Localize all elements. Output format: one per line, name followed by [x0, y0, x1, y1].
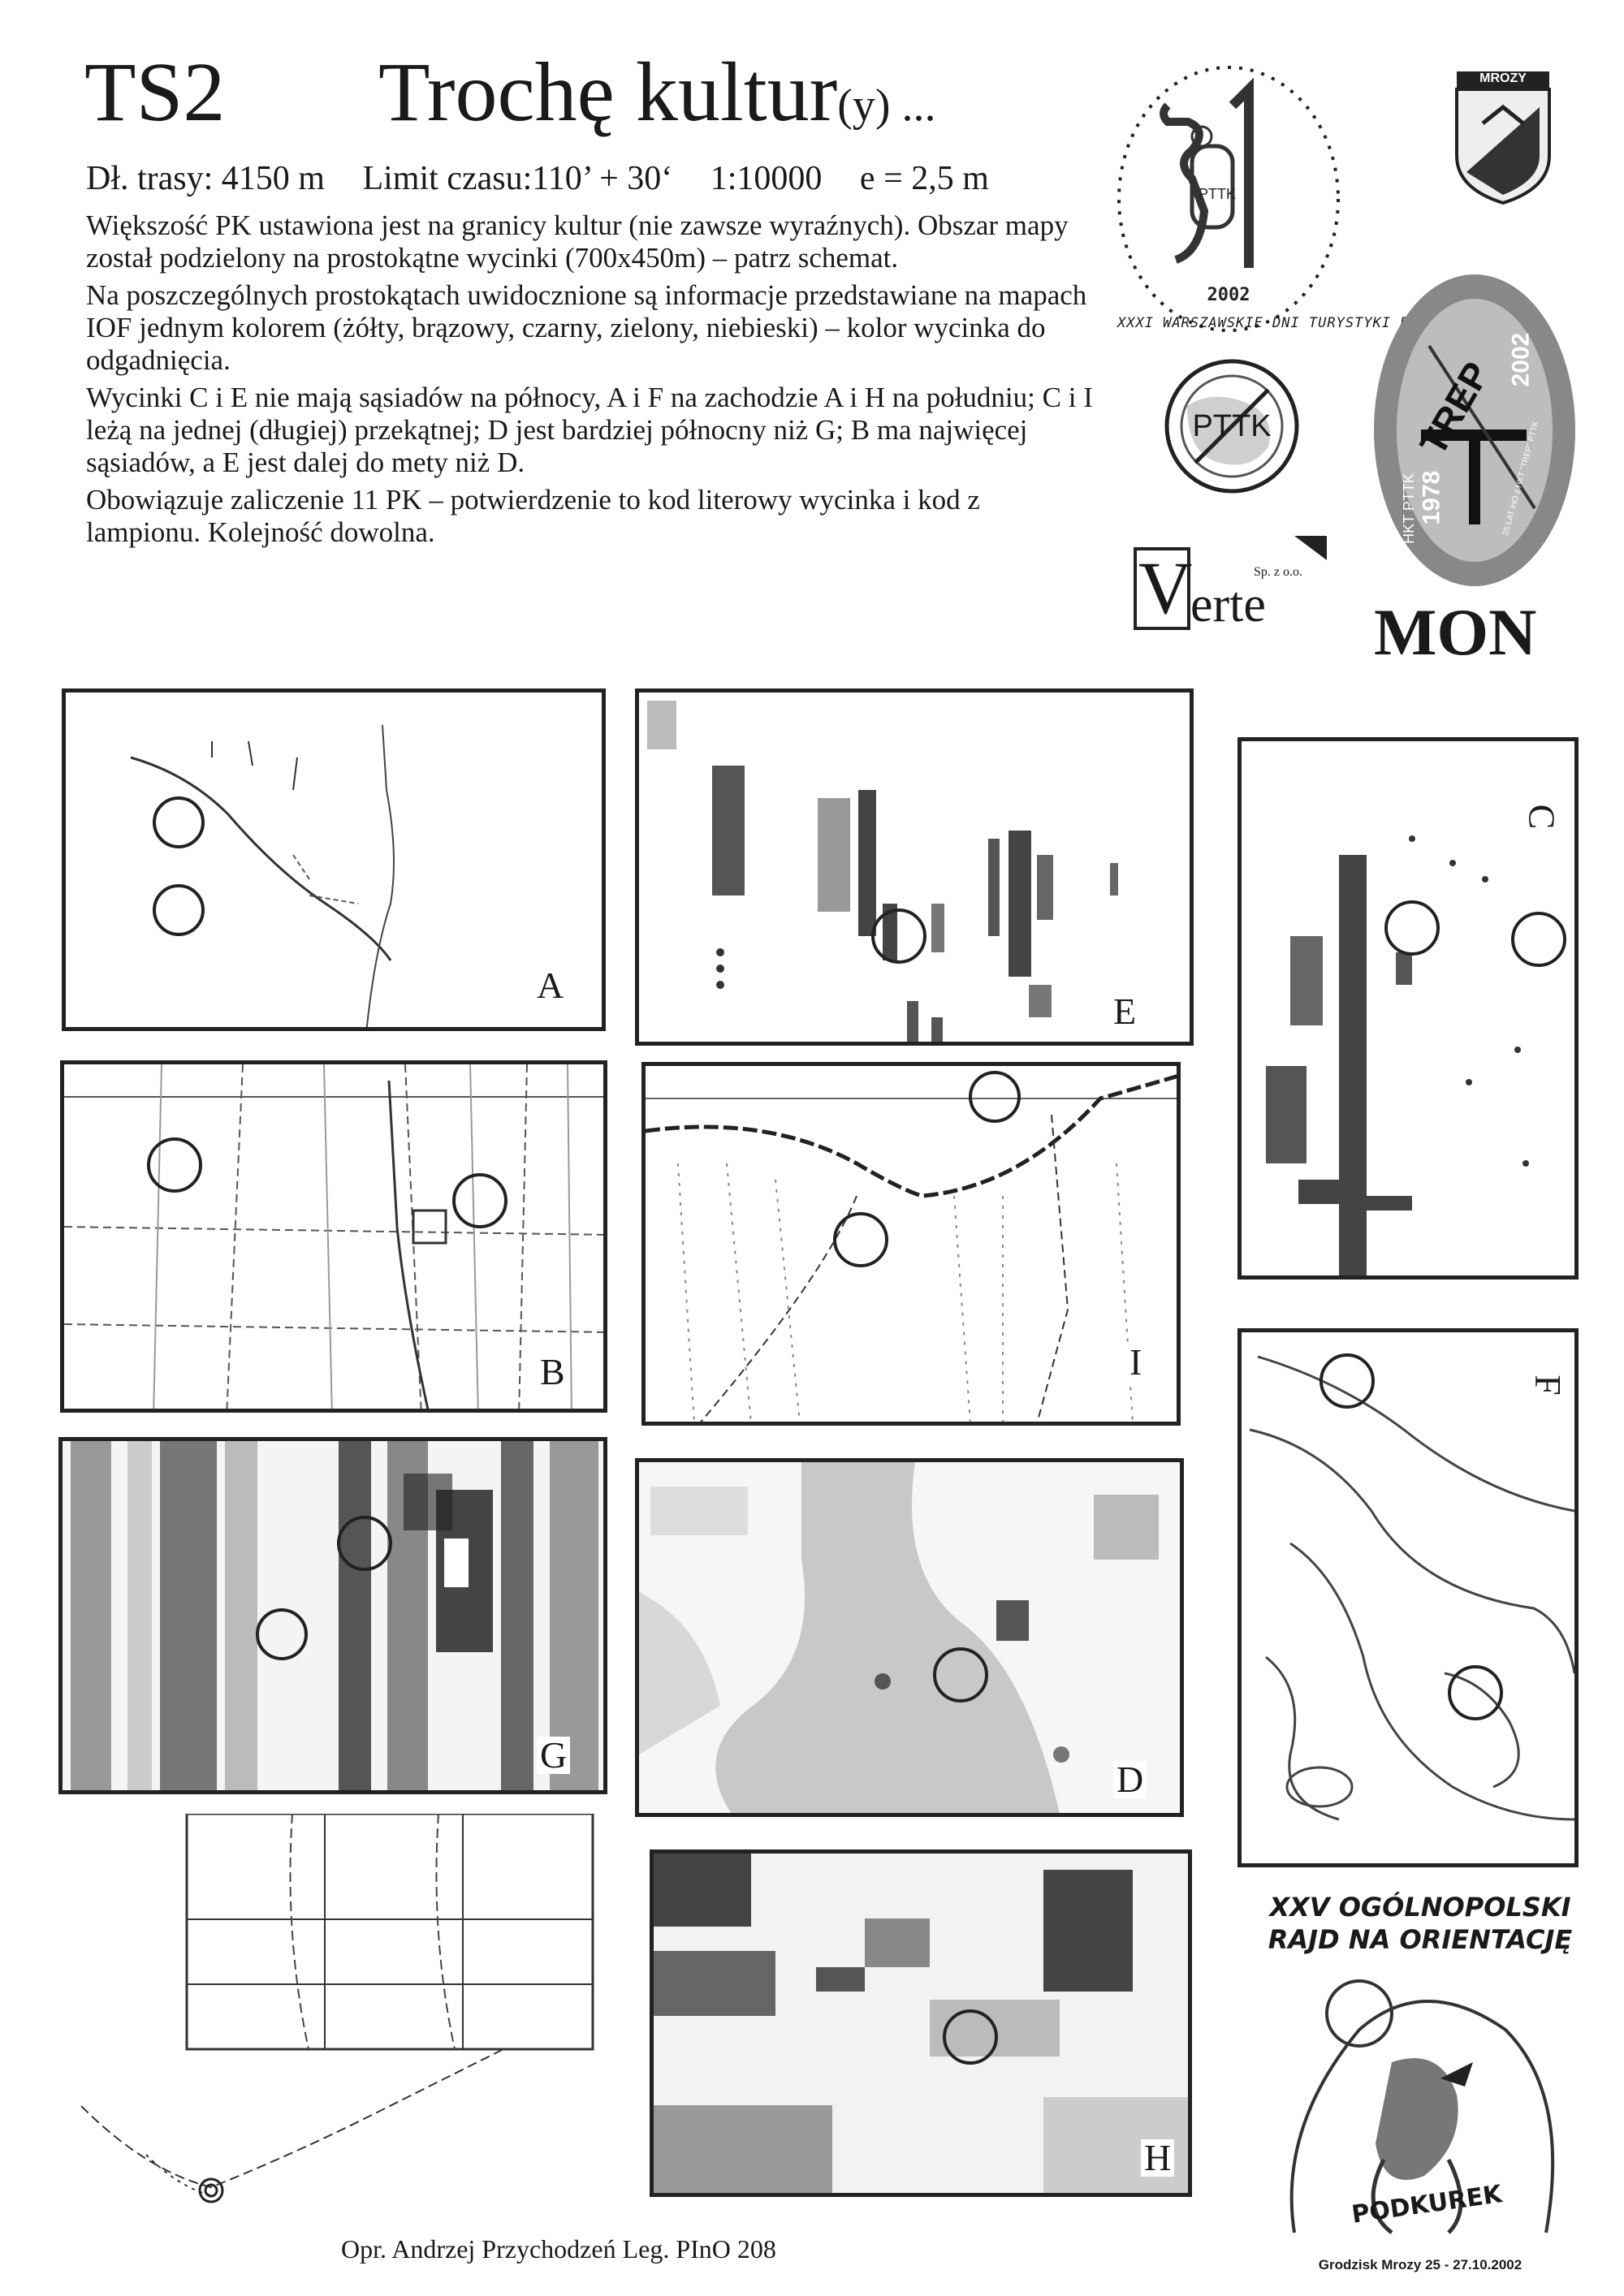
- instruction-paragraph: Większość PK ustawiona jest na granicy k…: [86, 209, 1069, 274]
- panel-label-h: H: [1141, 2139, 1175, 2177]
- map-panel-i-graphic: [646, 1071, 1177, 1422]
- map-panel-c: C: [1237, 737, 1579, 1280]
- panel-label-d: D: [1113, 1761, 1147, 1798]
- panel-label-i: I: [1126, 1344, 1146, 1381]
- map-panel-a: A: [62, 688, 606, 1031]
- map-panel-e-graphic: [647, 701, 1118, 1042]
- course-schematic: [49, 1812, 609, 2220]
- rajd-mascot: [1289, 1979, 1555, 2234]
- course-length: Dł. trasy: 4150 m: [86, 160, 325, 197]
- panel-label-a: A: [533, 967, 568, 1004]
- panel-label-f: F: [1527, 1371, 1569, 1399]
- author-credit: Opr. Andrzej Przychodzeń Leg. PInO 208: [341, 2234, 776, 2264]
- map-panel-c-graphic: [1266, 835, 1566, 1275]
- trep-year-left: 1978: [1418, 470, 1445, 525]
- instruction-paragraph: Na poszczególnych prostokątach uwidoczni…: [86, 279, 1087, 376]
- course-schematic-graphic: [80, 1812, 594, 2203]
- map-panel-g: G: [58, 1437, 607, 1794]
- course-title-main: Trochę kultur: [378, 45, 838, 139]
- trep-ring-text: HKT PTTK: [1400, 473, 1417, 544]
- panel-label-c: C: [1521, 801, 1562, 833]
- trep-badge-graphic: [1374, 274, 1575, 586]
- map-panel-i: I: [641, 1062, 1181, 1426]
- contour-interval: e = 2,5 m: [859, 160, 989, 197]
- map-panel-b-graphic: [64, 1064, 603, 1409]
- course-title-suffix: (y) ...: [837, 80, 936, 131]
- map-panel-b: B: [60, 1060, 607, 1413]
- mrozy-label: MROZY: [1479, 71, 1527, 85]
- map-panel-e: E: [635, 688, 1194, 1046]
- pttk-badge-label: PTTK: [1192, 409, 1272, 443]
- header: TS2 Trochę kultur(y) ... Dł. trasy: 4150…: [70, 50, 1101, 602]
- panel-label-e: E: [1110, 993, 1140, 1030]
- verte-rest: erte: [1190, 577, 1266, 632]
- course-code: TS2: [84, 45, 226, 139]
- map-panel-a-graphic: [130, 724, 395, 1027]
- seal-ring-text: XXXI WARSZAWSKIE DNI TURYSTYKI PTTK: [1117, 315, 1437, 331]
- course-specs: Dł. trasy: 4150 m Limit czasu:110’ + 30‘…: [86, 159, 1018, 198]
- map-panel-f: F: [1237, 1328, 1579, 1867]
- course-title: Trochę kultur(y) ...: [378, 50, 936, 135]
- trep-year-right: 2002: [1507, 332, 1535, 387]
- pttk-badge-graphic: [1164, 359, 1299, 494]
- mrozy-crest-graphic: [1455, 71, 1551, 205]
- map-panel-f-graphic: [1249, 1353, 1574, 1821]
- map-panel-h: H: [650, 1849, 1192, 2197]
- verte-logo-graphic: [1134, 536, 1327, 630]
- map-panel-d: D: [635, 1458, 1184, 1817]
- rajd-line-2: RAJD NA ORIENTACJĘ: [1268, 1924, 1573, 1955]
- rajd-logo: XXV OGÓLNOPOLSKI RAJD NA ORIENTACJĘ PODK…: [1262, 1892, 1579, 2281]
- verte-logo: V erte Sp. z o.o.: [1132, 520, 1335, 633]
- pttk-badge: PTTK: [1163, 357, 1301, 495]
- map-panel-h-graphic: [654, 1854, 1188, 2193]
- rajd-footer: Grodzisk Mrozy 25 - 27.10.2002: [1318, 2257, 1522, 2272]
- seal-inner: PTTK: [1199, 186, 1236, 202]
- instructions: Większość PK ustawiona jest na granicy k…: [86, 209, 1093, 554]
- mrozy-crest: MROZY: [1450, 67, 1556, 205]
- time-limit: Limit czasu:110’ + 30‘: [362, 160, 673, 197]
- rally-31-seal-graphic: 2002 PTTK 31: [1117, 66, 1340, 332]
- panel-label-b: B: [537, 1353, 568, 1391]
- seal-year: 2002: [1207, 285, 1250, 305]
- rally-31-seal: 2002 PTTK 31 XXXI WARSZAWSKIE DNI TURYST…: [1111, 57, 1436, 337]
- map-panel-g-graphic: [63, 1441, 603, 1790]
- trep-badge: TREP 1978 2002 HKT PTTK 25 LAT InO z HKT…: [1372, 273, 1577, 588]
- verte-suffix: Sp. z o.o.: [1254, 565, 1302, 579]
- panel-label-g: G: [537, 1737, 571, 1774]
- rajd-line-1: XXV OGÓLNOPOLSKI: [1269, 1892, 1571, 1923]
- instruction-paragraph: Obowiązuje zaliczenie 11 PK – potwierdze…: [86, 484, 980, 548]
- mon-logo: MON: [1374, 595, 1537, 669]
- verte-initial: V: [1138, 546, 1193, 629]
- map-scale: 1:10000: [710, 160, 823, 197]
- instruction-paragraph: Wycinki C i E nie mają sąsiadów na półno…: [86, 382, 1093, 478]
- map-panel-d-graphic: [639, 1462, 1180, 1813]
